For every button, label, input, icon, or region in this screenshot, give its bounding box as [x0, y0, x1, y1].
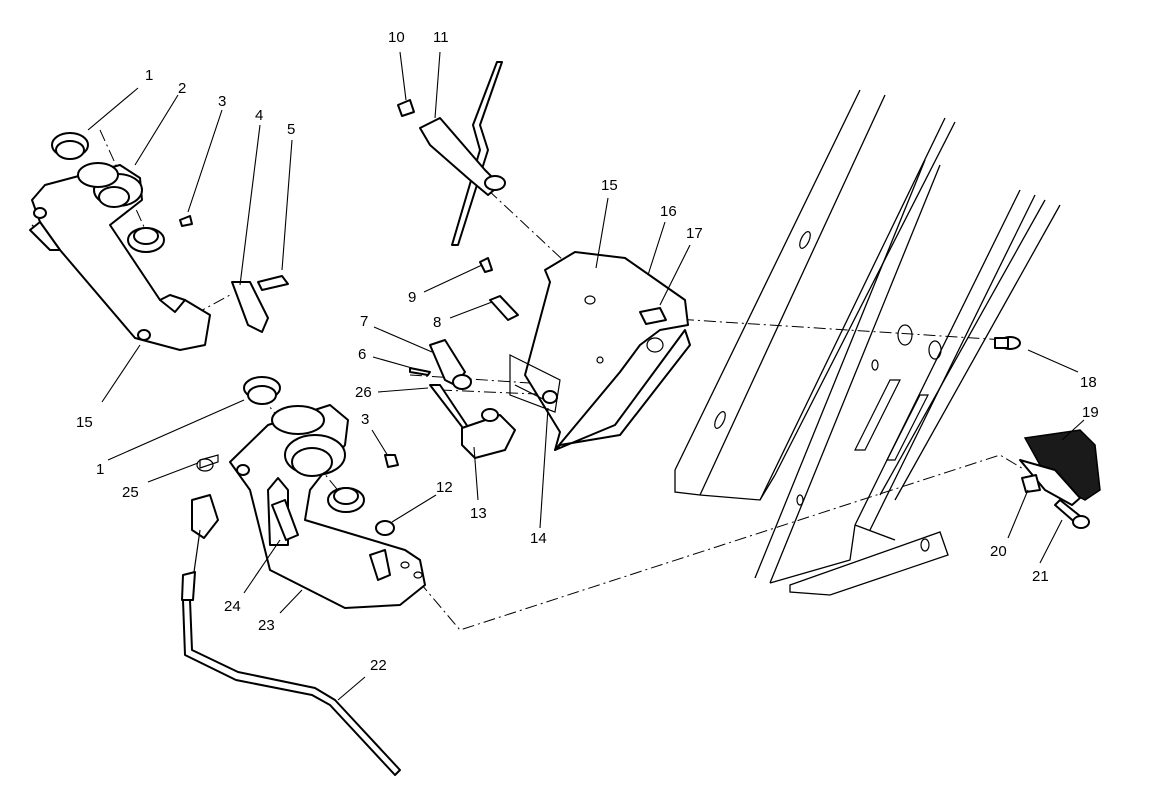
frame-rails — [674, 89, 1061, 596]
callout-9: 9 — [408, 289, 416, 306]
callout-21: 21 — [1032, 568, 1049, 585]
callout-5: 5 — [287, 121, 295, 138]
callout-10: 10 — [388, 29, 405, 46]
callout-8: 8 — [433, 314, 441, 331]
callout-12: 12 — [436, 479, 453, 496]
callout-6: 6 — [358, 346, 366, 363]
callout-15: 15 — [76, 414, 93, 431]
control-rod-22 — [181, 494, 401, 776]
callout-22: 22 — [370, 657, 387, 674]
callout-13: 13 — [470, 505, 487, 522]
callout-17: 17 — [686, 225, 703, 242]
callout-2: 2 — [178, 80, 186, 97]
callout-3: 3 — [218, 93, 226, 110]
pedal-pad-assembly — [994, 336, 1101, 529]
upper-pedal-assembly — [29, 132, 289, 351]
callout-20: 20 — [990, 543, 1007, 560]
callout-15: 15 — [601, 177, 618, 194]
callout-26: 26 — [355, 384, 372, 401]
lower-pedal-assembly — [196, 376, 426, 609]
callout-19: 19 — [1082, 404, 1099, 421]
callout-16: 16 — [660, 203, 677, 220]
callout-labels: 1 2 3 4 5 10 11 15 16 17 9 8 7 6 26 18 1… — [76, 29, 1099, 674]
leader-lines — [87, 51, 1085, 701]
callout-4: 4 — [255, 107, 263, 124]
callout-1: 1 — [96, 461, 104, 478]
callout-24: 24 — [224, 598, 241, 615]
callout-1: 1 — [145, 67, 153, 84]
callout-7: 7 — [360, 313, 368, 330]
callout-14: 14 — [530, 530, 547, 547]
callout-18: 18 — [1080, 374, 1097, 391]
callout-25: 25 — [122, 484, 139, 501]
control-rod-bracket-assembly — [397, 61, 691, 451]
callout-23: 23 — [258, 617, 275, 634]
switch-linkage-parts — [409, 339, 558, 459]
callout-3: 3 — [361, 411, 369, 428]
callout-11: 11 — [433, 29, 449, 46]
